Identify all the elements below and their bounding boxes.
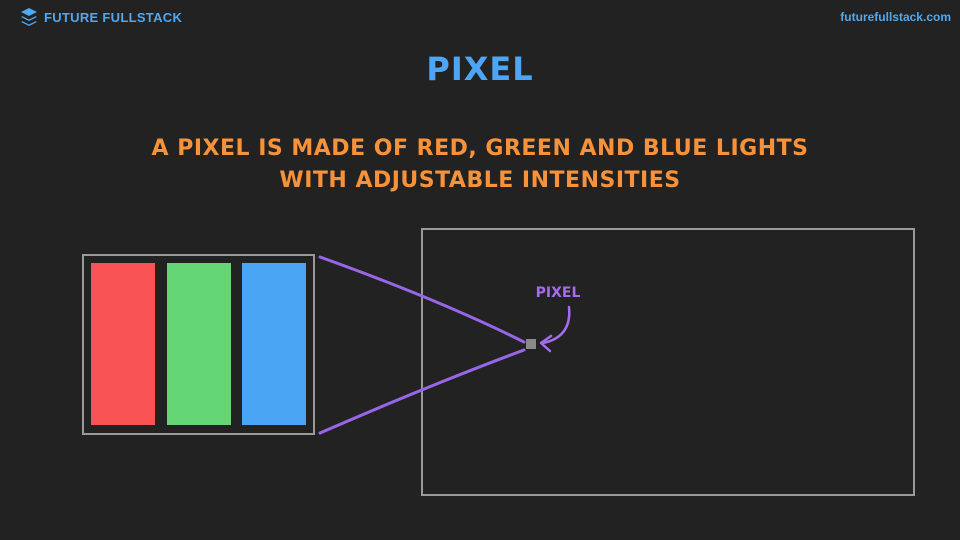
pixel-arrow: [541, 305, 571, 345]
blue-subpixel: [242, 263, 306, 425]
magnified-pixel-frame: [82, 254, 315, 435]
red-subpixel: [91, 263, 155, 425]
slide-subtitle: A PIXEL IS MADE OF RED, GREEN AND BLUE L…: [80, 133, 880, 197]
arrowhead-icon: [539, 334, 553, 353]
connector-line-bottom: [318, 348, 526, 435]
site-link[interactable]: futurefullstack.com: [840, 10, 951, 24]
stacked-layers-icon: [21, 8, 37, 26]
connector-line-top: [318, 255, 526, 344]
screen-frame: [421, 228, 915, 496]
slide-title: PIXEL: [426, 50, 534, 88]
brand-name: FUTURE FULLSTACK: [44, 9, 183, 25]
pixel-label: PIXEL: [536, 285, 581, 301]
subtitle-line-2: WITH ADJUSTABLE INTENSITIES: [279, 168, 681, 193]
pixel-dot: [526, 339, 536, 349]
brand[interactable]: FUTURE FULLSTACK: [20, 6, 182, 28]
subtitle-line-1: A PIXEL IS MADE OF RED, GREEN AND BLUE L…: [151, 136, 809, 161]
green-subpixel: [167, 263, 231, 425]
